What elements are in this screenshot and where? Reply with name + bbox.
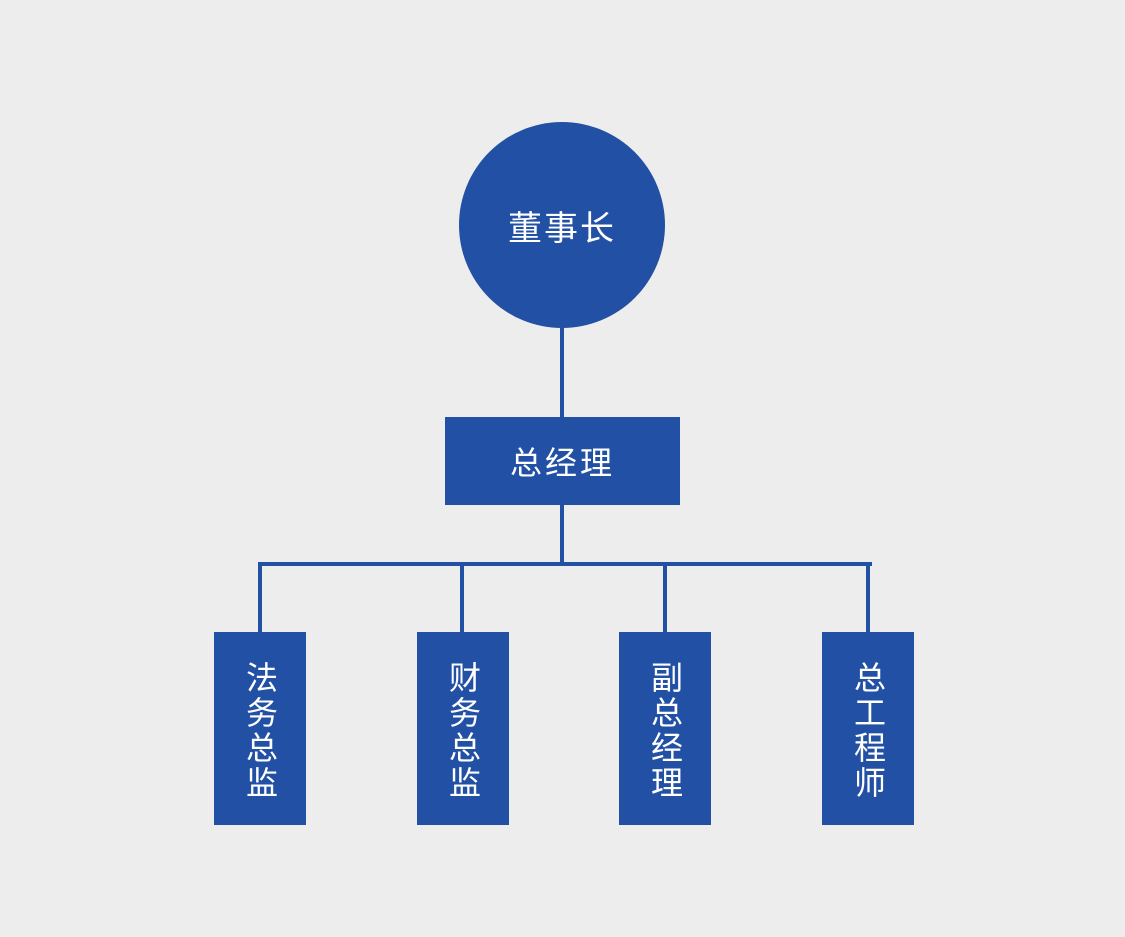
connector-horizontal-bus xyxy=(258,562,872,566)
node-deputy-general-manager[interactable]: 副总经理 xyxy=(619,632,711,825)
connector-chairman-to-general-manager xyxy=(560,320,564,420)
node-finance-director[interactable]: 财务总监 xyxy=(417,632,509,825)
node-legal-director[interactable]: 法务总监 xyxy=(214,632,306,825)
connector-drop-chief-engineer xyxy=(866,562,870,634)
connector-drop-legal-director xyxy=(258,562,262,634)
connector-drop-finance-director xyxy=(460,562,464,634)
node-chief-engineer[interactable]: 总工程师 xyxy=(822,632,914,825)
connector-drop-deputy-general-manager xyxy=(663,562,667,634)
node-chairman[interactable]: 董事长 xyxy=(459,122,665,328)
node-general-manager[interactable]: 总经理 xyxy=(445,417,680,505)
connector-general-manager-stem xyxy=(560,503,564,566)
